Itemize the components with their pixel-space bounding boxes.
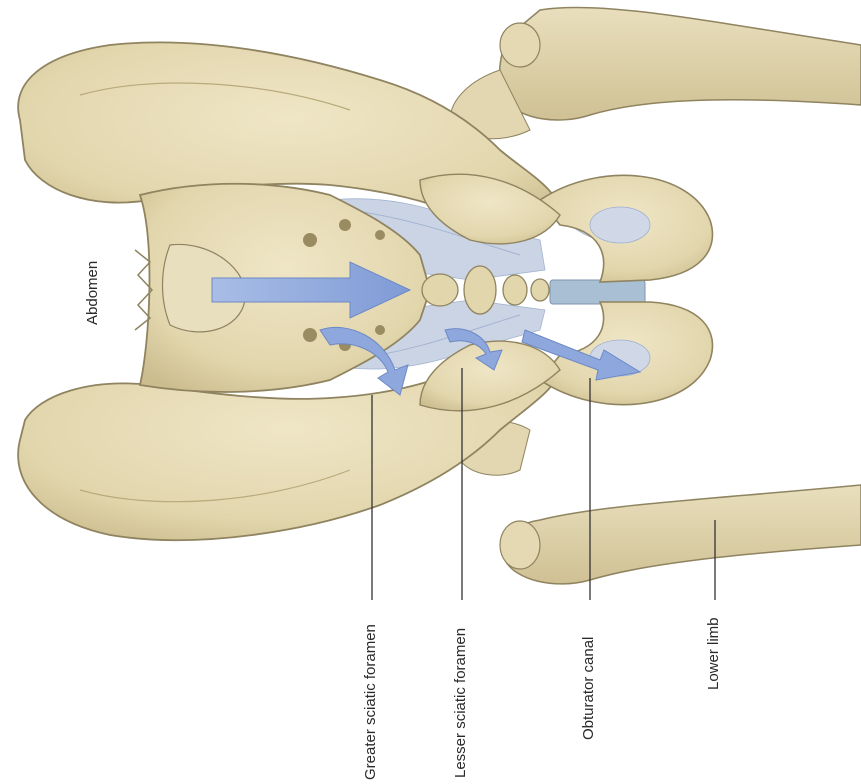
label-lower-limb: Lower limb	[705, 617, 722, 690]
label-greater-sciatic-foramen: Greater sciatic foramen	[362, 624, 379, 780]
upper-femur	[450, 7, 861, 138]
label-obturator-canal: Obturator canal	[580, 637, 597, 740]
pubic-symphysis	[550, 280, 645, 304]
label-abdomen: Abdomen	[84, 261, 101, 325]
label-lesser-sciatic-foramen: Lesser sciatic foramen	[452, 628, 469, 778]
lower-femur	[460, 421, 861, 584]
